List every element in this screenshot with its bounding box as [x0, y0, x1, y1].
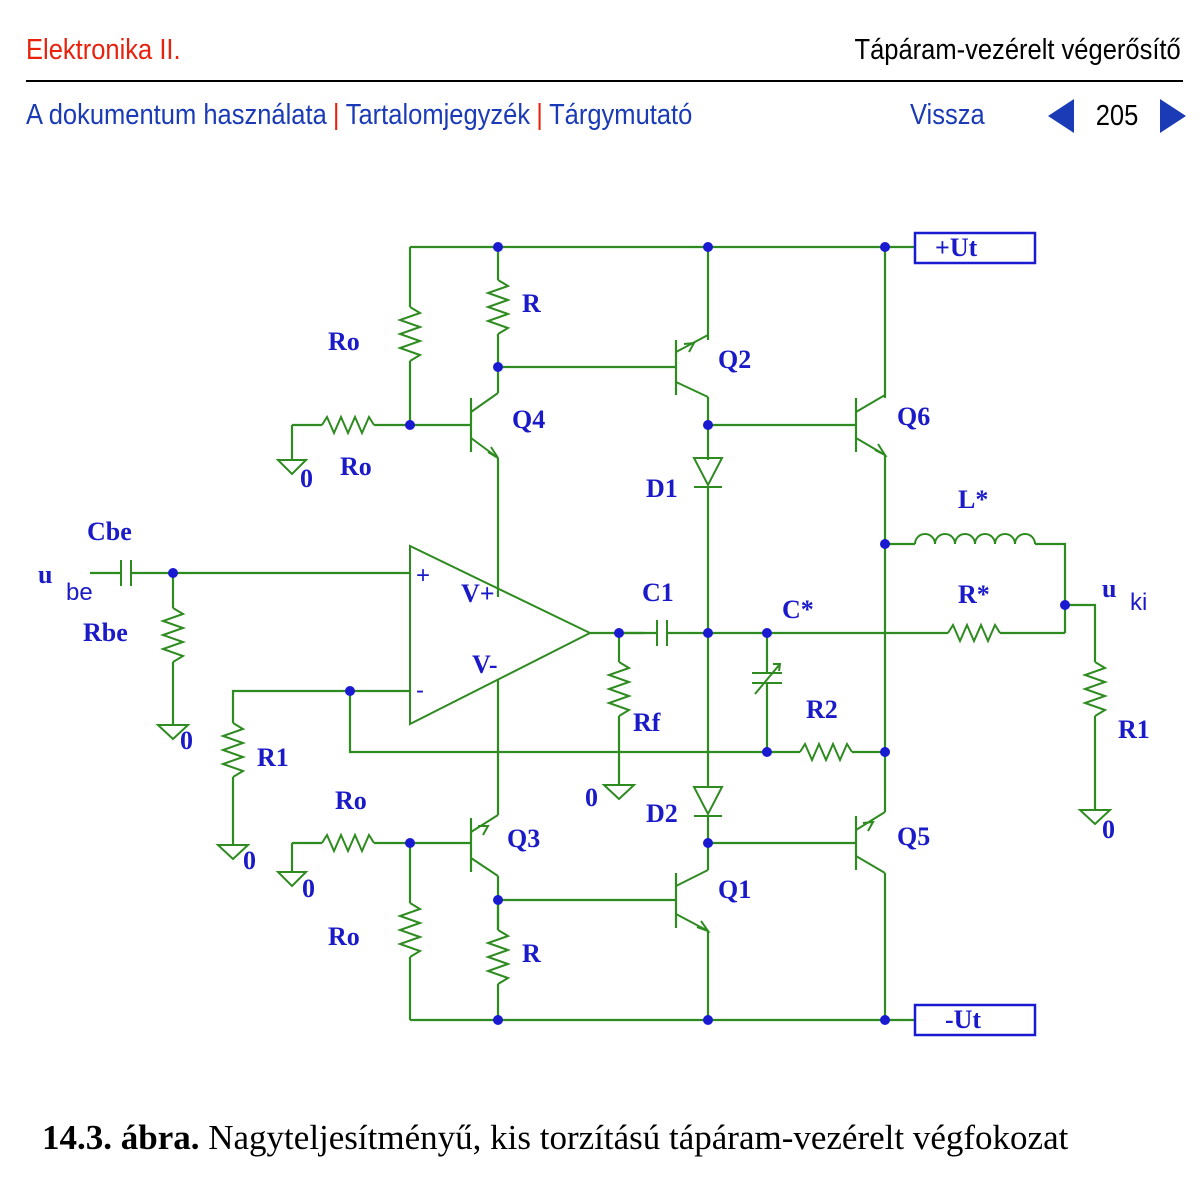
label-d2: D2	[646, 799, 678, 828]
resistor-r2	[767, 741, 885, 763]
label-opamp-minus: -	[416, 677, 424, 704]
transistor-q1	[674, 869, 711, 1020]
label-opamp-plus: +	[416, 562, 430, 589]
ground-icon	[275, 871, 309, 888]
chapter-title: Tápáram-vezérelt végerősítő	[854, 34, 1181, 66]
figure-caption-text: Nagyteljesítményű, kis torzítású tápáram…	[208, 1118, 1069, 1157]
label-l-star: L*	[958, 485, 988, 514]
label-minus-ut: -Ut	[945, 1005, 981, 1034]
resistor-ro-bottom	[396, 843, 424, 1020]
label-rbe: Rbe	[83, 618, 128, 647]
label-u-in-sub: be	[66, 579, 93, 606]
nav-separator: |	[332, 99, 340, 131]
circuit-schematic: .w { stroke: #2e8b20; stroke-width: 2.2;…	[38, 231, 1150, 1037]
link-document-usage[interactable]: A dokumentum használata	[26, 99, 327, 131]
label-c-star: C*	[782, 595, 814, 624]
label-r1-right: R1	[1118, 715, 1150, 744]
transistor-q6	[854, 247, 888, 790]
link-index[interactable]: Tárgymutató	[549, 99, 693, 131]
resistor-r-bottom	[484, 900, 512, 1020]
capacitor-c1	[619, 620, 948, 646]
label-r1-left: R1	[257, 743, 289, 772]
label-u-out-sub: ki	[1130, 589, 1147, 616]
label-r-bottom: R	[522, 939, 541, 968]
label-ro-bottom: Ro	[328, 922, 360, 951]
capacitor-c-star	[752, 633, 782, 752]
ground-icon	[215, 844, 251, 861]
label-q1: Q1	[718, 875, 751, 904]
label-u-out: u	[1102, 574, 1116, 603]
resistor-r-top	[484, 247, 512, 367]
figure-caption: 14.3. ábra. Nagyteljesítményű, kis torzí…	[42, 1118, 1182, 1158]
nav-links: A dokumentum használata|Tartalomjegyzék|…	[26, 99, 692, 132]
figure-number: 14.3. ábra.	[42, 1118, 200, 1157]
ground-icon	[155, 724, 191, 741]
label-rf: Rf	[633, 708, 661, 737]
resistor-ro-top	[396, 247, 424, 425]
link-table-of-contents[interactable]: Tartalomjegyzék	[345, 99, 531, 131]
prev-page-icon[interactable]	[1048, 99, 1074, 133]
wire-feedback-loop	[348, 691, 767, 754]
label-ro-q3: Ro	[335, 786, 367, 815]
label-ground: 0	[300, 464, 313, 493]
header-divider	[26, 80, 1183, 82]
label-q6: Q6	[897, 402, 930, 431]
ground-icon	[275, 459, 309, 476]
resistor-rf	[605, 633, 633, 785]
resistor-r1-right	[1081, 661, 1109, 810]
next-page-icon[interactable]	[1160, 99, 1186, 133]
junction-dots	[168, 242, 1070, 1025]
label-r2: R2	[806, 695, 838, 724]
resistor-rbe	[159, 573, 187, 725]
label-cbe: Cbe	[87, 517, 132, 546]
transistor-q5	[854, 790, 887, 1020]
label-ro-q4: Ro	[340, 452, 372, 481]
label-ground: 0	[180, 726, 193, 755]
label-q2: Q2	[718, 345, 751, 374]
label-r-star: R*	[958, 580, 990, 609]
label-ground: 0	[585, 783, 598, 812]
transistor-q4	[410, 392, 500, 597]
nav-separator: |	[536, 99, 543, 131]
back-link[interactable]: Vissza	[910, 99, 985, 131]
label-q4: Q4	[512, 405, 545, 434]
diode-d2	[692, 786, 724, 870]
transistor-q2	[674, 247, 710, 460]
diode-d1	[692, 457, 724, 787]
label-u-in: u	[38, 560, 52, 589]
label-d1: D1	[646, 474, 678, 503]
capacitor-cbe	[90, 560, 410, 586]
label-ro-top: Ro	[328, 327, 360, 356]
ground-icon	[1077, 809, 1113, 826]
label-ground: 0	[243, 846, 256, 875]
resistor-ro-q4	[290, 414, 410, 460]
label-v-plus: V+	[461, 579, 495, 608]
label-ground: 0	[302, 874, 315, 903]
label-q3: Q3	[507, 824, 540, 853]
resistor-r1-left	[219, 689, 410, 845]
resistor-r-star	[947, 603, 1097, 662]
label-r-top: R	[522, 289, 541, 318]
ground-icon	[601, 784, 637, 801]
label-plus-ut: +Ut	[935, 233, 978, 262]
label-v-minus: V-	[472, 650, 498, 679]
label-ground: 0	[1102, 815, 1115, 844]
label-c1: C1	[642, 578, 674, 607]
page-number: 205	[1095, 99, 1139, 132]
resistor-ro-q3	[290, 832, 410, 872]
opamp	[409, 544, 644, 726]
label-q5: Q5	[897, 822, 930, 851]
document-title: Elektronika II.	[26, 34, 181, 66]
transistor-q3	[410, 680, 500, 930]
negative-rail	[410, 1003, 1037, 1037]
page-navigator: 205	[1048, 96, 1186, 136]
